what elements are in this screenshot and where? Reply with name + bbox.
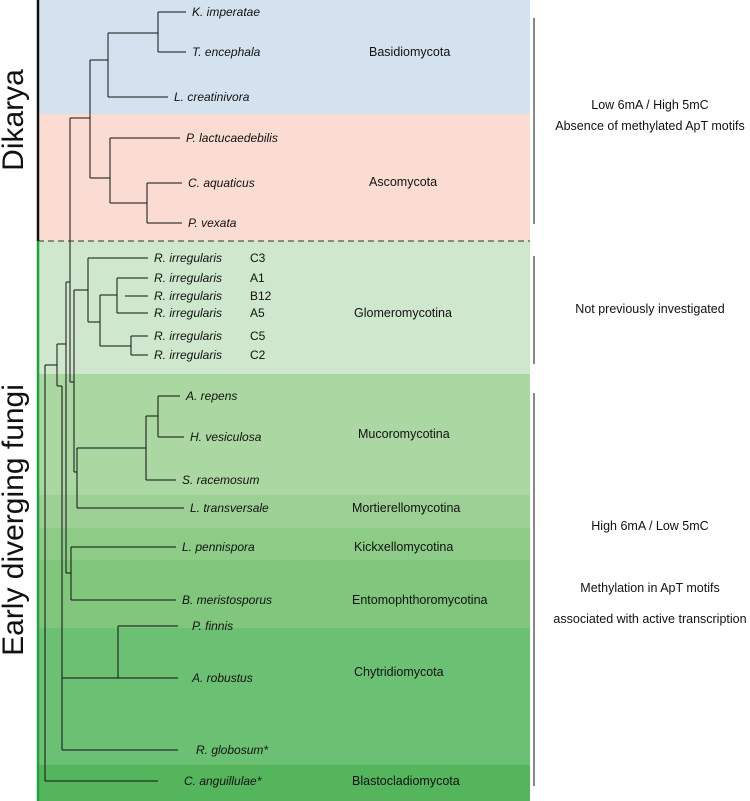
glomeromycotina-band <box>38 241 530 374</box>
note-early-line1: High 6mA / Low 5mC <box>591 519 708 533</box>
strain-b12: B12 <box>250 289 272 303</box>
taxon-l-transversale: L. transversale <box>190 501 269 515</box>
clade-mucoromycotina: Mucoromycotina <box>358 427 450 441</box>
taxon-a-repens: A. repens <box>185 389 237 403</box>
tree-branches <box>44 11 186 782</box>
basidiomycota-band <box>38 0 530 114</box>
strain-c3: C3 <box>250 251 266 265</box>
note-dikarya-line2: Absence of methylated ApT motifs <box>555 119 744 133</box>
note-early-line2: Methylation in ApT motifs <box>580 581 719 595</box>
clade-basidiomycota: Basidiomycota <box>369 45 450 59</box>
clade-entomophthoromycotina: Entomophthoromycotina <box>352 593 488 607</box>
entomophthoromycotina-band <box>38 560 530 628</box>
note-glomero: Not previously investigated <box>575 302 724 316</box>
ascomycota-band <box>38 114 530 241</box>
taxon-p-finnis: P. finnis <box>192 619 233 633</box>
taxon-l-creatinivora: L. creatinivora <box>174 90 250 104</box>
taxon-r-irregularis-a5: R. irregularis <box>154 306 222 320</box>
chytridiomycota-band <box>38 628 530 765</box>
dikarya-label: Dikarya <box>0 69 30 171</box>
strain-a5: A5 <box>250 306 265 320</box>
early-fungi-label: Early diverging fungi <box>0 384 30 656</box>
taxon-h-vesiculosa: H. vesiculosa <box>190 430 262 444</box>
taxon-b-meristosporus: B. meristosporus <box>182 593 272 607</box>
taxon-r-globosum: R. globosum* <box>196 743 268 757</box>
taxon-k-imperatae: K. imperatae <box>192 5 260 19</box>
clade-kickxellomycotina: Kickxellomycotina <box>354 540 453 554</box>
taxon-p-vexata: P. vexata <box>188 216 237 230</box>
clade-glomeromycotina: Glomeromycotina <box>354 306 452 320</box>
taxon-r-irregularis-c2: R. irregularis <box>154 348 222 362</box>
taxon-p-lactucaedebilis: P. lactucaedebilis <box>186 131 278 145</box>
clade-mortierellomycotina: Mortierellomycotina <box>352 501 460 515</box>
taxon-r-irregularis-c5: R. irregularis <box>154 329 222 343</box>
taxon-r-irregularis-a1: R. irregularis <box>154 271 222 285</box>
taxon-t-encephala: T. encephala <box>192 45 261 59</box>
kickxellomycotina-band <box>38 528 530 560</box>
note-early-line3: associated with active transcription <box>553 612 746 626</box>
taxon-c-aquaticus: C. aquaticus <box>188 176 255 190</box>
strain-a1: A1 <box>250 271 265 285</box>
mortierellomycotina-band <box>38 495 530 528</box>
note-dikarya-line1: Low 6mA / High 5mC <box>591 98 708 112</box>
taxon-a-robustus: A. robustus <box>191 671 253 685</box>
blastocladiomycota-band <box>38 765 530 801</box>
taxon-l-pennispora: L. pennispora <box>182 540 255 554</box>
clade-ascomycota: Ascomycota <box>369 175 437 189</box>
taxon-c-anguillulae: C. anguillulae* <box>184 774 262 788</box>
taxon-r-irregularis-c3: R. irregularis <box>154 251 222 265</box>
clade-chytridiomycota: Chytridiomycota <box>354 665 444 679</box>
strain-c2: C2 <box>250 348 266 362</box>
taxon-s-racemosum: S. racemosum <box>182 473 259 487</box>
mucoromycotina-band <box>38 374 530 495</box>
strain-c5: C5 <box>250 329 266 343</box>
clade-blastocladiomycota: Blastocladiomycota <box>352 774 460 788</box>
taxon-r-irregularis-b12: R. irregularis <box>154 289 222 303</box>
